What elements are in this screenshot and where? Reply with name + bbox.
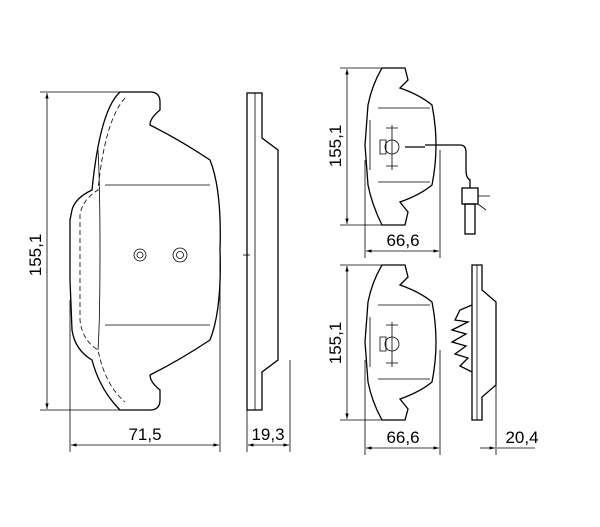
upper-pad-with-wear-sensor: [364, 67, 490, 235]
upper-pad-height-dimension: 155,1: [326, 67, 382, 226]
main-pad-height-dimension: 155,1: [26, 91, 120, 411]
mounting-hole: [133, 248, 147, 262]
thickness-label: 19,3: [251, 425, 284, 444]
width-label: 71,5: [128, 425, 161, 444]
thickness-label: 20,4: [505, 428, 538, 447]
lower-pad-front-view: [364, 264, 437, 421]
mounting-hole: [172, 247, 188, 263]
upper-pad-width-dimension: 66,6: [364, 150, 441, 258]
main-pad-thickness-dimension: 19,3: [246, 360, 291, 452]
main-pad-width-dimension: 71,5: [69, 260, 221, 452]
lower-pad-side-view: [450, 264, 497, 421]
height-label: 155,1: [326, 125, 345, 168]
height-label: 155,1: [326, 322, 345, 365]
main-pad-side-view: [243, 92, 279, 411]
width-label: 66,6: [386, 428, 419, 447]
lower-pad-thickness-dimension: 20,4: [480, 385, 539, 455]
width-label: 66,6: [386, 231, 419, 250]
main-pad-front-view: [69, 91, 221, 411]
retaining-spring: [450, 304, 473, 373]
height-label: 155,1: [26, 234, 45, 277]
lower-pad-height-dimension: 155,1: [326, 264, 382, 421]
lower-pad-width-dimension: 66,6: [364, 350, 441, 455]
